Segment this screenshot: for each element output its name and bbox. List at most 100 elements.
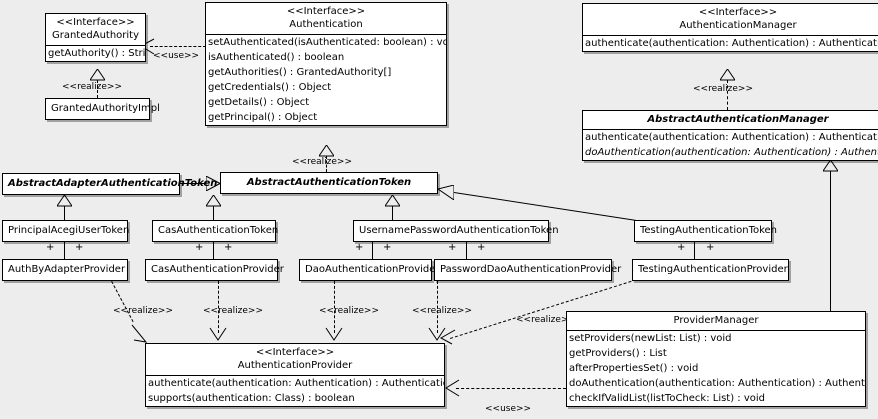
realize-label-authbyadapter: <<realize>> [113,306,173,316]
stereotype-interface-authentication-manager: <<Interface>> [698,7,778,18]
class-granted-authority[interactable]: <<Interface>> GrantedAuthority getAuthor… [45,13,146,62]
class-name-username-password-authentication-token: UsernamePasswordAuthenticationToken [359,225,559,236]
open-arrowhead-realize-passworddao [428,327,447,342]
operation-getdetails: getDetails() : Object [208,97,310,108]
class-provider-manager[interactable]: ProviderManager setProviders(newList: Li… [566,311,866,407]
operation-getprincipal: getPrincipal() : Object [208,112,318,123]
class-abstract-authentication-manager[interactable]: AbstractAuthenticationManager authentica… [582,110,878,161]
operation-ap-supports: supports(authentication: Class) : boolea… [148,393,355,404]
class-name-granted-authority: GrantedAuthority [51,30,140,41]
generalization-castoken [213,206,214,220]
association-principaltoken-authbyadapter [64,241,65,260]
class-name-abstract-adapter-authentication-token: AbstractAdapterAuthenticationToken [8,178,218,189]
class-name-password-dao-authentication-provider: PasswordDaoAuthenticationProvider [440,264,622,275]
triangle-generalize-aam [823,160,838,172]
operations-abstract-authentication-manager: authenticate(authentication: Authenticat… [583,129,878,160]
class-header-testing-authentication-provider: TestingAuthenticationProvider [633,260,788,280]
operation-aam-authenticate: authenticate(authentication: Authenticat… [585,132,878,143]
class-name-auth-by-adapter-provider: AuthByAdapterProvider [8,264,126,275]
class-header-dao-authentication-provider: DaoAuthenticationProvider [300,260,440,280]
class-abstract-adapter-authentication-token[interactable]: AbstractAdapterAuthenticationToken [2,173,218,195]
class-auth-by-adapter-provider[interactable]: AuthByAdapterProvider [2,259,128,281]
class-granted-authority-impl[interactable]: GrantedAuthorityImpl [45,98,160,120]
use-label-providermanager: <<use>> [485,404,532,414]
class-header-granted-authority: <<Interface>> GrantedAuthority [46,14,145,45]
class-name-testing-authentication-provider: TestingAuthenticationProvider [638,264,788,275]
class-authentication[interactable]: <<Interface>> Authentication setAuthenti… [205,2,447,126]
operation-pm-afterpropertiesset: afterPropertiesSet() : void [569,363,699,374]
class-name-authentication-manager: AuthenticationManager [679,20,797,31]
triangle-realize-authentication [319,145,334,157]
operation-pm-doauthentication: doAuthentication(authentication: Authent… [569,378,865,389]
realization-grantedauthorityimpl [97,80,98,98]
triangle-realize-grantedauthority [90,69,105,81]
open-arrowhead-realize-cas [209,327,228,342]
class-cas-authentication-token[interactable]: CasAuthenticationToken [152,220,278,242]
class-header-provider-manager: ProviderManager [567,312,865,330]
class-name-authentication: Authentication [289,19,363,30]
class-header-abstract-authentication-manager: AbstractAuthenticationManager [583,111,878,129]
operation-setauthenticated: setAuthenticated(isAuthenticated: boolea… [208,37,446,48]
triangle-generalize-abstracttoken-right [206,176,220,191]
class-header-testing-authentication-token: TestingAuthenticationToken [635,221,778,241]
dependency-authentication-to-grantedauthority [150,46,206,47]
class-dao-authentication-provider[interactable]: DaoAuthenticationProvider [299,259,440,281]
operation-isauthenticated: isAuthenticated() : boolean [208,52,345,63]
class-name-cas-authentication-provider: CasAuthenticationProvider [151,264,284,275]
open-arrowhead-realize-authbyadapter [131,324,150,345]
generalization-upatoken-line [392,206,393,220]
class-header-authentication-manager: <<Interface>> AuthenticationManager [583,4,878,35]
generalization-providermanager-to-aam [830,171,831,311]
class-cas-authentication-provider[interactable]: CasAuthenticationProvider [145,259,284,281]
multiplicity-testing-right: + [706,242,715,253]
triangle-generalize-adaptertoken [57,195,72,207]
operation-pm-getproviders: getProviders() : List [569,348,667,359]
operations-authentication: setAuthenticated(isAuthenticated: boolea… [206,34,446,125]
association-castoken-casprovider [213,241,214,260]
multiplicity-cas-right: + [224,242,233,253]
multiplicity-cas-left: + [195,242,204,253]
class-testing-authentication-token[interactable]: TestingAuthenticationToken [634,220,778,242]
operation-pm-setproviders: setProviders(newList: List) : void [569,333,732,344]
triangle-realize-authenticationmanager [720,69,735,81]
stereotype-interface-authentication: <<Interface>> [286,6,366,17]
multiplicity-upat-b: + [383,242,392,253]
multiplicity-testing-left: + [677,242,686,253]
triangle-generalize-upatoken [385,195,400,207]
class-name-principal-acegi-user-token: PrincipalAcegiUserToken [8,225,130,236]
class-authentication-provider[interactable]: <<Interface>> AuthenticationProvider aut… [145,343,445,407]
operations-authentication-manager: authenticate(authentication: Authenticat… [583,35,878,51]
operations-provider-manager: setProviders(newList: List) : void getPr… [567,330,865,406]
realize-label-grantedauthorityimpl: <<realize>> [62,82,122,92]
realize-label-testingprovider: <<realize>> [516,315,576,325]
realize-label-casprovider: <<realize>> [203,306,263,316]
realization-daoprovider-to-provider [334,281,335,333]
association-upatoken-passworddaoprovider [466,241,467,260]
dependency-providermanager-to-authenticationprovider [456,388,566,389]
multiplicity-upat-a: + [355,242,364,253]
multiplicity-principal-left: + [46,242,55,253]
generalization-testingtoken-diagonal [453,192,636,221]
multiplicity-upat-d: + [477,242,486,253]
realize-label-passworddao: <<realize>> [412,306,472,316]
association-upatoken-daoprovider [372,241,373,260]
generalization-adaptertoken-to-abstracttoken [180,183,208,184]
open-arrowhead-use-authenticationprovider [444,378,460,398]
class-testing-authentication-provider[interactable]: TestingAuthenticationProvider [632,259,789,281]
class-authentication-manager[interactable]: <<Interface>> AuthenticationManager auth… [582,3,878,52]
class-name-granted-authority-impl: GrantedAuthorityImpl [51,103,160,114]
class-principal-acegi-user-token[interactable]: PrincipalAcegiUserToken [2,220,130,242]
operation-aam-doauthentication: doAuthentication(authentication: Authent… [585,147,878,158]
class-header-principal-acegi-user-token: PrincipalAcegiUserToken [3,221,130,241]
generalization-principaltoken [64,206,65,220]
operation-ap-authenticate: authenticate(authentication: Authenticat… [148,378,444,389]
class-abstract-authentication-token[interactable]: AbstractAuthenticationToken [220,172,438,194]
class-name-testing-authentication-token: TestingAuthenticationToken [640,225,778,236]
class-header-granted-authority-impl: GrantedAuthorityImpl [46,99,160,119]
class-username-password-authentication-token[interactable]: UsernamePasswordAuthenticationToken [353,220,559,242]
operation-getauthorities: getAuthorities() : GrantedAuthority[] [208,67,392,78]
open-arrowhead-realize-testing [439,329,459,346]
operation-pm-checkifvalidlist: checkIfValidList(listToCheck: List) : vo… [569,393,766,404]
class-password-dao-authentication-provider[interactable]: PasswordDaoAuthenticationProvider [434,259,622,281]
